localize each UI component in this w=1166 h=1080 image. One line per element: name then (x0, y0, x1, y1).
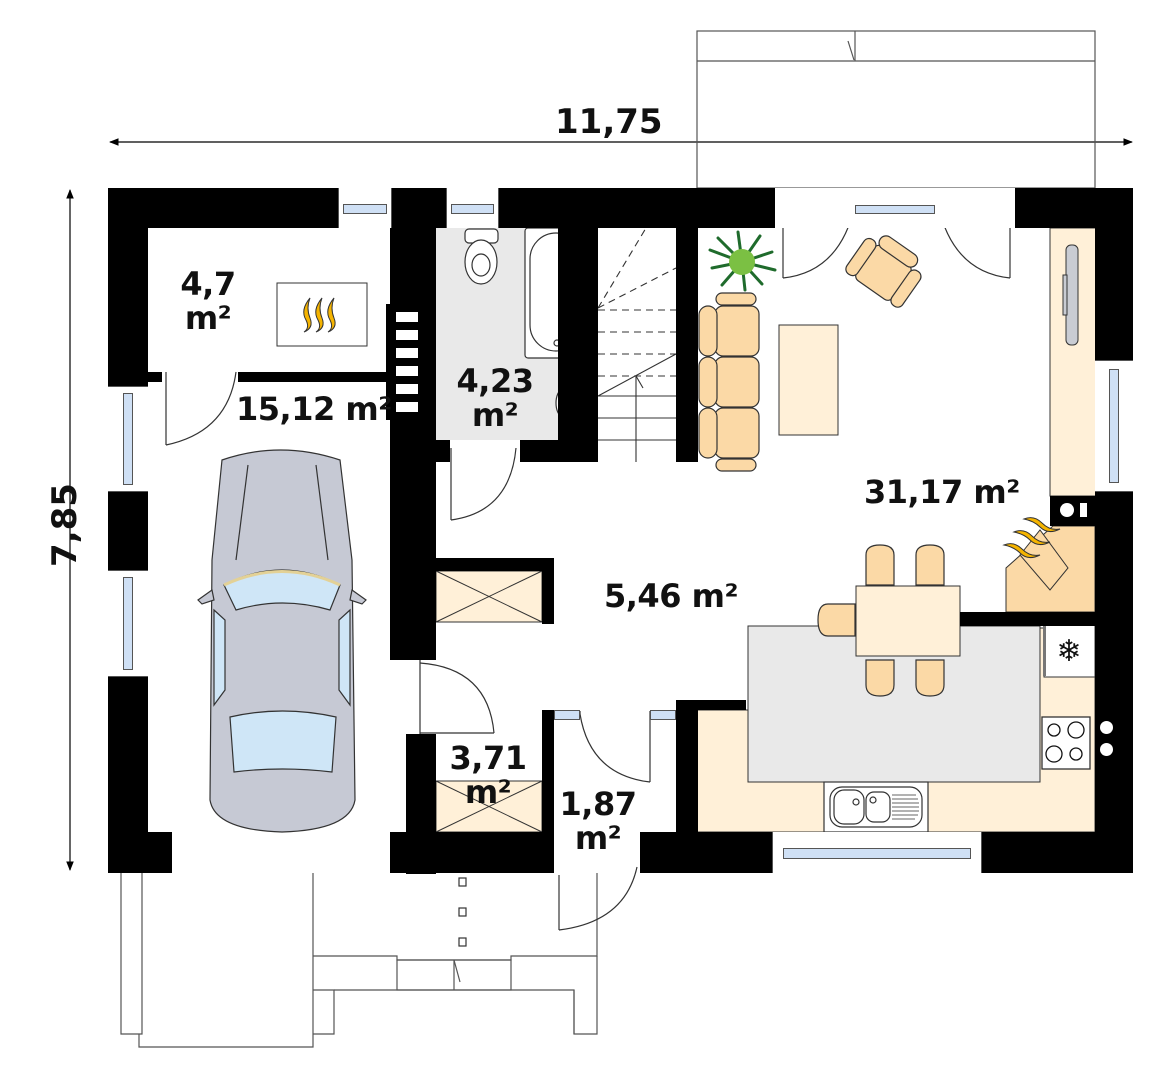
entrance-outline (120, 873, 598, 1048)
fireplace-icon (1002, 517, 1096, 613)
room-label-hall: 5,46 m² (604, 577, 738, 615)
door-swings (165, 371, 651, 931)
area-unit: m² (345, 390, 392, 428)
area-value: 3,71 (449, 739, 527, 777)
room-label-bathroom: 4,23 m² (455, 362, 535, 434)
room-label-garage: 15,12 m² (236, 390, 392, 428)
terrace-outline (696, 30, 1096, 189)
terrace-door-window (775, 188, 1015, 228)
window (650, 710, 676, 720)
area-value: 4,23 (456, 362, 534, 400)
window (446, 188, 499, 228)
kitchen-vent-icon (1100, 721, 1113, 734)
dining-chairs (817, 544, 945, 697)
area-unit: m² (973, 473, 1020, 511)
window (1095, 360, 1133, 492)
sofa (698, 292, 760, 472)
snowflake-icon: ❄ (1056, 634, 1081, 669)
dining-table (855, 585, 961, 657)
flame-icon (303, 297, 336, 333)
width-dimension-label: 11,75 (555, 102, 663, 142)
storage-shelf (435, 780, 543, 833)
toilet-icon (464, 228, 499, 285)
window (772, 832, 982, 873)
chimney-flue-slot (1080, 503, 1087, 517)
room-label-living-room: 31,17 m² (864, 473, 1020, 511)
height-dimension-label: 7,85 (45, 483, 85, 567)
chimney-flue-icon (1060, 503, 1074, 517)
tv-icon (1062, 244, 1079, 346)
room-label-vestibule: 1,87 m² (558, 785, 638, 857)
stove-burners-icon (1041, 716, 1091, 770)
area-value: 31,17 (864, 473, 963, 511)
staircase (597, 227, 677, 462)
room-label-storage: 3,71 m² (448, 739, 528, 811)
fridge: ❄ (1043, 624, 1096, 678)
area-unit: m² (574, 818, 622, 857)
car-icon (197, 449, 367, 833)
window (338, 188, 392, 228)
window (108, 386, 148, 492)
plant-icon (708, 230, 777, 292)
area-value: 15,12 (236, 390, 335, 428)
area-unit: m² (691, 577, 739, 615)
area-value: 5,46 (604, 577, 681, 615)
coffee-table (778, 324, 839, 436)
area-value: 4,7 (180, 265, 236, 303)
entrance-posts (458, 877, 467, 947)
room-label-boiler-room: 4,7 m² (168, 265, 248, 337)
ventilation-shaft (435, 570, 543, 623)
kitchen-vent-icon (1100, 743, 1113, 756)
area-unit: m² (464, 772, 512, 811)
sink-icon (823, 781, 929, 833)
armchair (845, 235, 922, 308)
area-unit: m² (184, 298, 232, 337)
boiler (276, 282, 368, 347)
area-value: 1,87 (559, 785, 637, 823)
window (108, 570, 148, 677)
area-unit: m² (471, 395, 519, 434)
window (554, 710, 580, 720)
